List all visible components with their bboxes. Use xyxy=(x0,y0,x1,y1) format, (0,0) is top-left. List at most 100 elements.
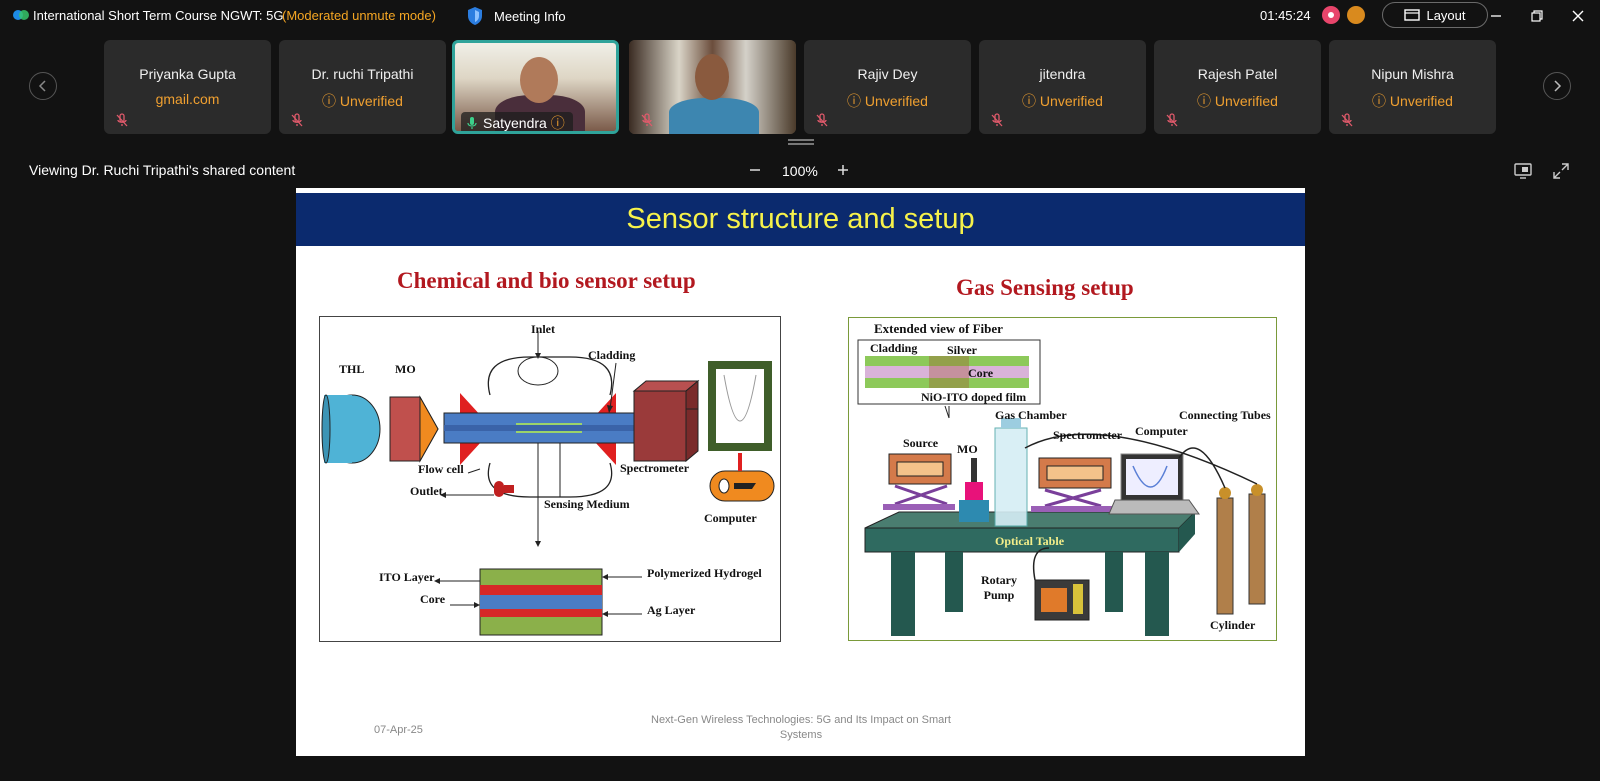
chevron-left-icon xyxy=(38,80,46,92)
participant-email: gmail.com xyxy=(155,91,220,107)
chemical-sensor-diagram xyxy=(321,331,775,636)
slide-header-band: Sensor structure and setup xyxy=(296,193,1305,246)
mic-muted-icon xyxy=(1166,113,1178,127)
speaker-name-pill: Satyendra ⓘ xyxy=(461,112,573,131)
participant-tile[interactable]: jitendra ⓘ Unverified xyxy=(979,40,1146,134)
label-cladding: Cladding xyxy=(588,348,636,362)
close-icon xyxy=(1572,10,1584,22)
restore-button[interactable] xyxy=(1526,5,1548,27)
label-rotary-pump: Rotary Pump xyxy=(981,573,1017,602)
participant-video-tile[interactable] xyxy=(629,40,796,134)
slide-date: 07-Apr-25 xyxy=(374,724,423,736)
chemical-sensor-figure: Inlet Cladding THL MO Flow cell Outlet S… xyxy=(319,316,781,642)
label-inlet: Inlet xyxy=(531,322,555,336)
label-polymerized-hydrogel: Polymerized Hydrogel xyxy=(647,566,762,580)
unverified-icon: ⓘ xyxy=(322,93,337,109)
minimize-button[interactable] xyxy=(1485,5,1507,27)
label-connecting-tubes: Connecting Tubes xyxy=(1179,408,1271,422)
title-bar: International Short Term Course NGWT: 5G… xyxy=(0,0,1600,32)
strip-next-button[interactable] xyxy=(1543,72,1571,100)
unverified-label: Unverified xyxy=(864,93,928,109)
speaker-name: Satyendra xyxy=(483,115,547,131)
label-outlet: Outlet xyxy=(410,484,443,498)
gas-sensing-figure: Extended view of Fiber Cladding Silver C… xyxy=(848,317,1277,641)
participant-tile[interactable]: Rajiv Dey ⓘ Unverified xyxy=(804,40,971,134)
unverified-icon: ⓘ xyxy=(1197,93,1212,109)
label-ito-layer: ITO Layer xyxy=(379,570,435,584)
unverified-icon: ⓘ xyxy=(847,93,862,109)
unverified-label: Unverified xyxy=(1214,93,1278,109)
layout-icon xyxy=(1404,9,1421,21)
slide-title: Sensor structure and setup xyxy=(626,203,975,235)
unverified-icon: ⓘ xyxy=(1372,93,1387,109)
label-thl: THL xyxy=(339,362,365,376)
network-health-icon[interactable] xyxy=(1347,6,1365,24)
unverified-label: Unverified xyxy=(1039,93,1103,109)
label-gs-spectrometer: Spectrometer xyxy=(1053,428,1123,442)
participant-tile[interactable]: Rajesh Patel ⓘ Unverified xyxy=(1154,40,1321,134)
participant-name: Rajiv Dey xyxy=(857,66,918,82)
label-source: Source xyxy=(903,436,939,450)
label-ag-layer: Ag Layer xyxy=(647,603,696,617)
participant-video-tile-active[interactable]: Satyendra ⓘ xyxy=(452,40,619,134)
unverified-status: ⓘ Unverified xyxy=(979,91,1146,111)
zoom-out-button[interactable] xyxy=(745,160,765,180)
unverified-status: ⓘ Unverified xyxy=(1329,91,1496,111)
video-person-body xyxy=(669,98,759,134)
label-cylinder: Cylinder xyxy=(1210,618,1256,632)
minus-icon xyxy=(750,169,760,171)
participant-name: Rajesh Patel xyxy=(1197,66,1278,82)
label-spectrometer: Spectrometer xyxy=(620,461,690,475)
fullscreen-icon[interactable] xyxy=(1551,162,1571,180)
label-extended-view: Extended view of Fiber xyxy=(874,321,1003,336)
participant-name: Dr. ruchi Tripathi xyxy=(311,66,414,82)
label-flow-cell: Flow cell xyxy=(418,462,464,476)
unverified-status: ⓘ Unverified xyxy=(804,91,971,111)
video-person-face xyxy=(695,54,729,100)
gas-sensing-diagram xyxy=(857,339,1266,636)
unverified-status: ⓘ Unverified xyxy=(1154,91,1321,111)
chevron-right-icon xyxy=(1554,80,1562,92)
participant-tile[interactable]: Dr. ruchi Tripathi ⓘ Unverified xyxy=(279,40,446,134)
meeting-info-button[interactable]: Meeting Info xyxy=(466,6,566,26)
participant-name: Priyanka Gupta xyxy=(139,66,236,82)
zoom-in-button[interactable] xyxy=(833,160,853,180)
minimize-icon xyxy=(1491,15,1501,17)
plus-icon xyxy=(838,165,848,175)
strip-resize-handle[interactable] xyxy=(788,139,814,145)
slide-footer: Next-Gen Wireless Technologies: 5G and I… xyxy=(651,714,951,741)
unverified-label: Unverified xyxy=(339,93,403,109)
right-heading: Gas Sensing setup xyxy=(956,275,1134,300)
unverified-status: ⓘ Unverified xyxy=(279,91,446,111)
popout-share-icon[interactable] xyxy=(1513,162,1533,180)
mic-active-icon xyxy=(467,117,477,129)
meeting-info-label: Meeting Info xyxy=(494,8,566,24)
restore-icon xyxy=(1531,10,1543,22)
video-person-face xyxy=(520,57,558,103)
label-core: Core xyxy=(420,592,446,606)
label-fiber-core: Core xyxy=(968,366,994,380)
layout-label: Layout xyxy=(1426,7,1466,23)
label-gs-computer: Computer xyxy=(1135,424,1188,438)
strip-prev-button[interactable] xyxy=(29,72,57,100)
left-heading: Chemical and bio sensor setup xyxy=(397,268,696,293)
participant-tile[interactable]: Priyanka Gupta gmail.com xyxy=(104,40,271,134)
webex-logo-icon xyxy=(13,10,29,20)
layout-button[interactable]: Layout xyxy=(1382,2,1488,28)
label-nio-ito-film: NiO-ITO doped film xyxy=(921,390,1027,404)
shield-icon xyxy=(468,7,482,25)
mic-muted-icon xyxy=(641,113,653,127)
unmute-mode-label: (Moderated unmute mode) xyxy=(282,8,436,23)
label-mo: MO xyxy=(395,362,416,376)
share-status-label: Viewing Dr. Ruchi Tripathi's shared cont… xyxy=(29,162,296,178)
close-button[interactable] xyxy=(1567,5,1589,27)
participant-name: jitendra xyxy=(1039,66,1086,82)
mic-muted-icon xyxy=(116,113,128,127)
mic-muted-icon xyxy=(991,113,1003,127)
mic-muted-icon xyxy=(291,113,303,127)
recording-icon[interactable] xyxy=(1322,6,1340,24)
unverified-icon: ⓘ xyxy=(550,115,565,131)
label-silver: Silver xyxy=(947,343,977,357)
participant-tile[interactable]: Nipun Mishra ⓘ Unverified xyxy=(1329,40,1496,134)
label-fiber-cladding: Cladding xyxy=(870,341,918,355)
